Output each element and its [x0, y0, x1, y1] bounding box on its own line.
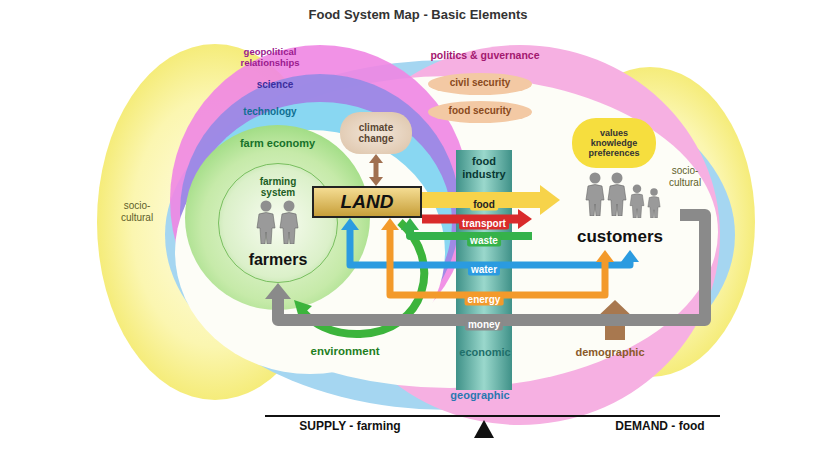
- column-heading: food industry: [456, 155, 512, 180]
- region-label: economic: [440, 346, 530, 359]
- label-wrap: SUPPLY - farming: [280, 420, 420, 434]
- arrowhead: [621, 250, 639, 262]
- farmer-figure: [257, 201, 275, 245]
- customer-figure: [648, 188, 660, 218]
- label-wrap: environment: [300, 345, 390, 358]
- climate-cloud: climate change: [340, 112, 412, 154]
- label-wrap: demographic: [565, 346, 655, 359]
- region-label: socio- cultural: [112, 200, 162, 223]
- customer-figure: [586, 173, 604, 217]
- circle-title: farmers: [249, 251, 308, 269]
- region-label: politics & guvernance: [420, 49, 550, 61]
- flow-label: water: [468, 263, 500, 276]
- arrowhead: [381, 218, 399, 230]
- arrowhead: [540, 185, 560, 215]
- customer-figure: [608, 173, 626, 217]
- farmer-figure: [280, 201, 298, 245]
- farming-system-circle: farming system farmers: [218, 163, 338, 283]
- flow-label: energy: [465, 293, 504, 306]
- label-wrap: technology: [235, 106, 305, 118]
- label-wrap: economic: [440, 346, 530, 359]
- values-cloud: values knowledge preferences: [572, 118, 656, 168]
- label-wrap: politics & guvernance: [420, 49, 550, 61]
- diagram-title: Food System Map - Basic Elements: [0, 7, 836, 22]
- cloud-label: climate change: [344, 122, 408, 145]
- arrowhead: [341, 218, 359, 230]
- flow-connector: [422, 185, 560, 215]
- flow-label: waste: [467, 234, 501, 247]
- label-wrap: socio- cultural: [660, 165, 710, 188]
- region-label: demographic: [565, 346, 655, 359]
- balance-beam: [265, 415, 720, 417]
- civil-security-cloud: [428, 73, 532, 95]
- arrowhead: [369, 177, 383, 186]
- customer-figure: [630, 184, 644, 218]
- circle-heading: farm economy: [185, 137, 370, 149]
- flow-connector: [381, 218, 614, 295]
- arrowhead: [596, 250, 614, 262]
- flow-line: [390, 225, 605, 295]
- region-label: geopolitical relationships: [225, 47, 315, 69]
- region-label: SUPPLY - farming: [280, 420, 420, 434]
- flow-label: transport: [459, 217, 509, 230]
- region-label: socio- cultural: [660, 165, 710, 188]
- region-label: food security: [430, 105, 530, 117]
- label-wrap: food security: [430, 105, 530, 117]
- flow-connector: [265, 215, 705, 320]
- land-title: LAND: [341, 191, 394, 213]
- circle-heading: farming system: [243, 176, 313, 198]
- region-label: environment: [300, 345, 390, 358]
- label-wrap: science: [245, 79, 305, 91]
- balance-fulcrum: [474, 420, 494, 438]
- flow-connector: [422, 209, 532, 229]
- label-wrap: geopolitical relationships: [225, 47, 315, 69]
- flow-label: food: [470, 198, 498, 211]
- connector-layer: [265, 154, 705, 320]
- flow-line: [278, 215, 705, 320]
- arrowhead: [265, 283, 291, 299]
- flow-label: money: [465, 318, 503, 331]
- region-label: technology: [235, 106, 305, 118]
- label-wrap: socio- cultural: [112, 200, 162, 223]
- arrowhead: [401, 218, 419, 230]
- arrowhead: [369, 154, 383, 163]
- region-label: DEMAND - food: [590, 420, 730, 434]
- label-wrap: civil security: [430, 77, 530, 89]
- label-wrap: DEMAND - food: [590, 420, 730, 434]
- region-label: geographic: [420, 389, 540, 402]
- cloud-label: values knowledge preferences: [583, 128, 645, 158]
- land-block: LAND: [312, 186, 422, 218]
- arrowhead: [518, 209, 532, 229]
- region-label: science: [245, 79, 305, 91]
- group-title: customers: [577, 227, 663, 247]
- title-wrap: Food System Map - Basic Elements: [0, 7, 836, 22]
- flow-connector: [369, 154, 383, 186]
- label-wrap: geographic: [420, 389, 540, 402]
- food-security-cloud: [428, 101, 532, 123]
- region-label: civil security: [430, 77, 530, 89]
